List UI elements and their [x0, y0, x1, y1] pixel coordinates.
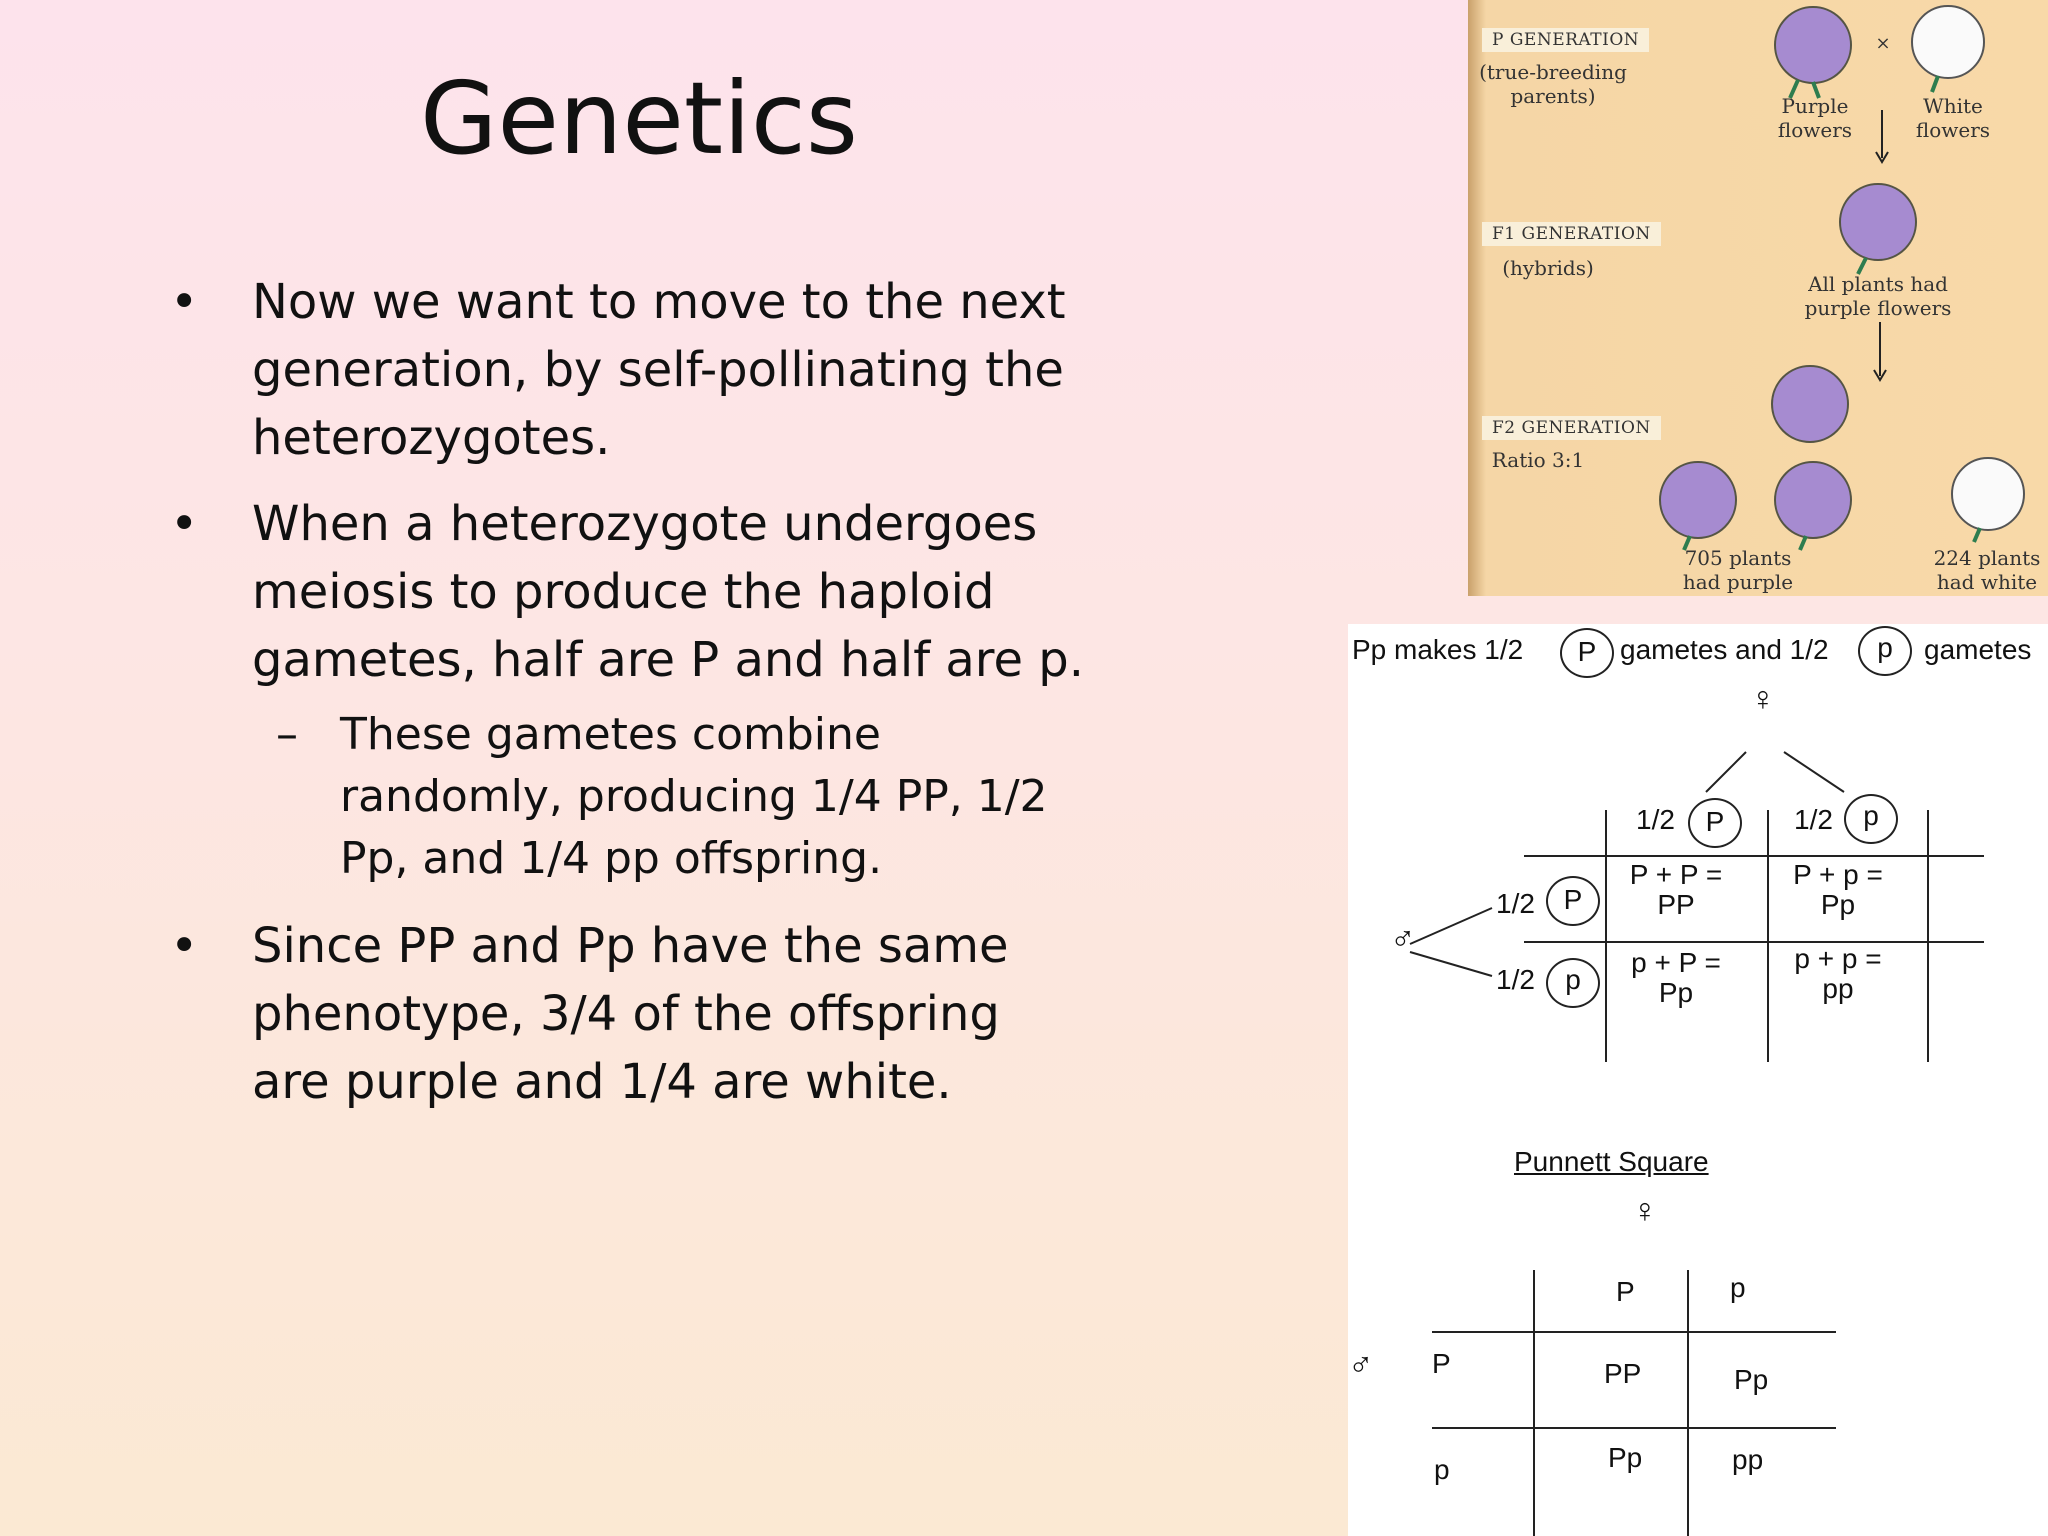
- bullet-item: • When a heterozygote undergoes meiosis …: [170, 490, 1090, 694]
- arrow-down-icon: [1873, 322, 1887, 382]
- allele-P-circle: P: [1546, 876, 1600, 926]
- cross-cell: p + p = pp: [1794, 943, 1882, 1004]
- half-label: 1/2: [1496, 888, 1535, 919]
- punnett-row-header: p: [1434, 1454, 1450, 1485]
- punnett-cell: pp: [1732, 1444, 1764, 1475]
- f1-generation-label: F1 GENERATION: [1482, 222, 1661, 246]
- allele-P-circle: P: [1560, 628, 1614, 678]
- male-symbol: ♂: [1348, 1346, 1374, 1384]
- header-text-mid: gametes and 1/2: [1620, 634, 1829, 665]
- half-label: 1/2: [1636, 804, 1675, 835]
- bullet-marker: •: [170, 918, 199, 974]
- allele-p-circle: p: [1844, 794, 1898, 844]
- female-symbol: ♀: [1632, 1192, 1658, 1230]
- dash-marker: –: [276, 709, 298, 760]
- punnett-cell: Pp: [1608, 1442, 1643, 1473]
- punnett-cell: Pp: [1734, 1364, 1769, 1395]
- f2-purple-flower-icon: [1659, 461, 1737, 551]
- f2-generation-sub: Ratio 3:1: [1491, 448, 1585, 472]
- f2-white-flower-icon: [1951, 457, 2025, 543]
- sub-bullet-text: These gametes combine randomly, producin…: [340, 709, 1048, 884]
- punnett-col-header: P: [1616, 1276, 1635, 1307]
- purple-flowers-label: Purple flowers: [1777, 94, 1853, 142]
- bullet-item: • Now we want to move to the next genera…: [170, 268, 1090, 472]
- allele-p-circle: p: [1546, 958, 1600, 1008]
- sub-bullet-item: – These gametes combine randomly, produc…: [170, 704, 1090, 890]
- bullet-text: Now we want to move to the next generati…: [252, 274, 1066, 466]
- half-label: 1/2: [1496, 964, 1535, 995]
- punnett-cell: PP: [1604, 1358, 1642, 1389]
- flower-illustrations: [1659, 5, 2025, 551]
- white-flowers-label: White flowers: [1915, 94, 1991, 142]
- cross-cell: p + P = Pp: [1631, 947, 1721, 1008]
- half-label: 1/2: [1794, 804, 1833, 835]
- bullet-marker: •: [170, 274, 199, 330]
- f1-result-label: All plants had purple flowers: [1804, 272, 1952, 320]
- cross-lines: [1409, 751, 1984, 1536]
- f1-purple-flower-icon: [1839, 183, 1917, 275]
- f2-purple-count: 705 plants had purple: [1682, 546, 1794, 594]
- arrow-down-icon: [1875, 110, 1889, 164]
- bullet-text: When a heterozygote undergoes meiosis to…: [252, 496, 1084, 688]
- purple-flower-icon: [1774, 6, 1852, 99]
- male-symbol: ♂: [1390, 920, 1416, 958]
- f2-purple-flower-icon: [1774, 461, 1852, 551]
- white-flower-icon: [1911, 5, 1985, 93]
- f1-generation-sub: (hybrids): [1502, 256, 1594, 280]
- allele-p-circle: p: [1858, 626, 1912, 676]
- header-text-end: gametes: [1924, 634, 2032, 665]
- bullet-marker: •: [170, 496, 199, 552]
- f2-white-count: 224 plants had white: [1933, 546, 2041, 594]
- allele-P-circle: P: [1688, 798, 1742, 848]
- bullet-list: • Now we want to move to the next genera…: [170, 268, 1090, 1134]
- f2-generation-label: F2 GENERATION: [1482, 416, 1661, 440]
- cross-cell: P + p = Pp: [1793, 859, 1883, 920]
- cross-diagram: Pp makes 1/2 P gametes and 1/2 p gametes…: [1348, 624, 2048, 1536]
- punnett-col-header: p: [1730, 1272, 1746, 1303]
- slide-title: Genetics: [420, 60, 858, 177]
- punnett-title: Punnett Square: [1514, 1146, 1709, 1177]
- f2-purple-flower-icon: [1771, 365, 1849, 443]
- header-text-start: Pp makes 1/2: [1352, 634, 1524, 665]
- bullet-text: Since PP and Pp have the same phenotype,…: [252, 918, 1009, 1110]
- punnett-row-header: P: [1432, 1348, 1451, 1379]
- mendel-figure: P GENERATION (true-breeding parents) F1 …: [1468, 0, 2048, 596]
- bullet-item: • Since PP and Pp have the same phenotyp…: [170, 912, 1090, 1116]
- p-generation-sub: (true-breeding parents): [1479, 60, 1627, 108]
- female-symbol: ♀: [1750, 680, 1776, 718]
- cross-symbol: ×: [1875, 33, 1891, 54]
- p-generation-label: P GENERATION: [1482, 28, 1650, 52]
- cross-cell: P + P = PP: [1629, 859, 1723, 920]
